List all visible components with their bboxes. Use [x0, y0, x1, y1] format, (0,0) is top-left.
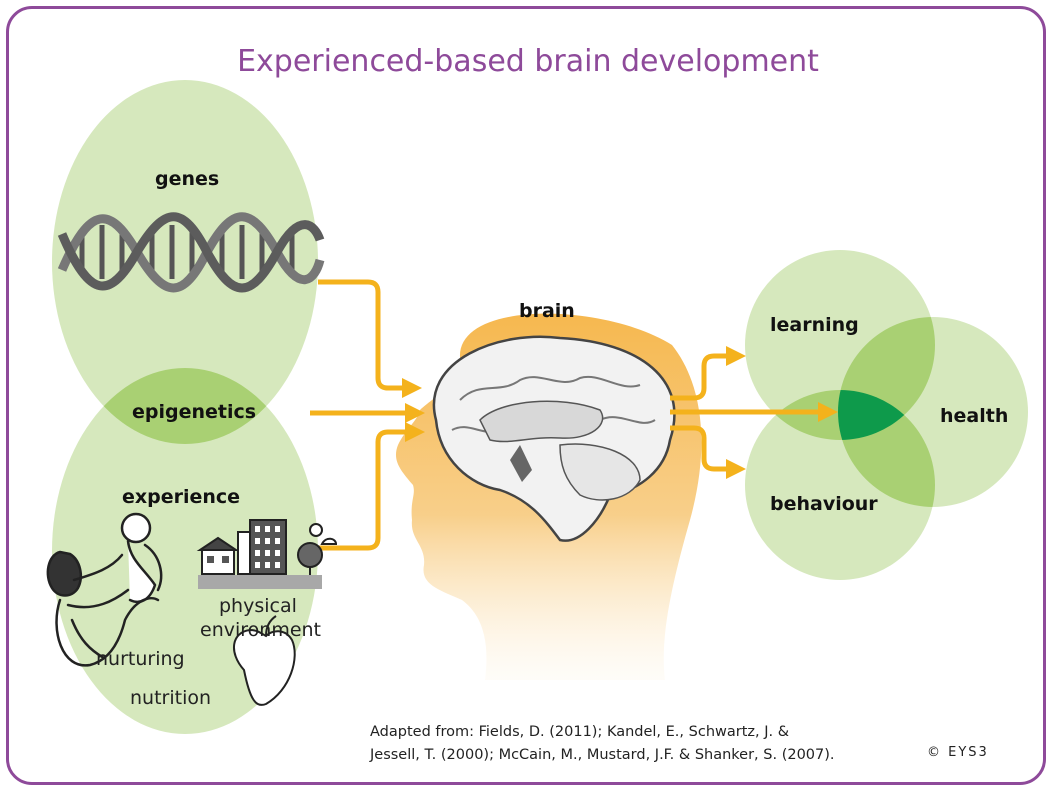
dna-icon: [57, 212, 325, 293]
diagram-frame: [6, 6, 1046, 785]
genes-circle: [52, 80, 318, 444]
caption-line-1: Adapted from: Fields, D. (2011); Kandel,…: [370, 724, 790, 740]
arrows: [310, 279, 820, 551]
label-behaviour: behaviour: [770, 493, 878, 515]
copyright-mark: © EYS3: [927, 745, 989, 760]
label-epigenetics: epigenetics: [132, 401, 257, 423]
label-experience: experience: [122, 486, 241, 508]
label-nutrition: nutrition: [130, 687, 212, 709]
caption-line-2: Jessell, T. (2000); McCain, M., Mustard,…: [370, 747, 835, 763]
source-caption: Adapted from: Fields, D. (2011); Kandel,…: [370, 721, 835, 767]
page-title: Experienced-based brain development: [237, 44, 819, 79]
label-learning: learning: [770, 314, 859, 336]
apple-icon: [233, 615, 296, 706]
physical-environment-illustration: [196, 519, 338, 589]
label-brain: brain: [519, 300, 575, 322]
label-nurturing: nurturing: [96, 648, 185, 670]
brain-icon: [432, 335, 676, 542]
nurturing-illustration: [46, 512, 163, 667]
label-physical: physical: [219, 595, 297, 617]
label-genes: genes: [155, 168, 220, 190]
arrowheads: [402, 346, 838, 479]
label-environment: environment: [200, 619, 322, 641]
label-health: health: [940, 405, 1009, 427]
